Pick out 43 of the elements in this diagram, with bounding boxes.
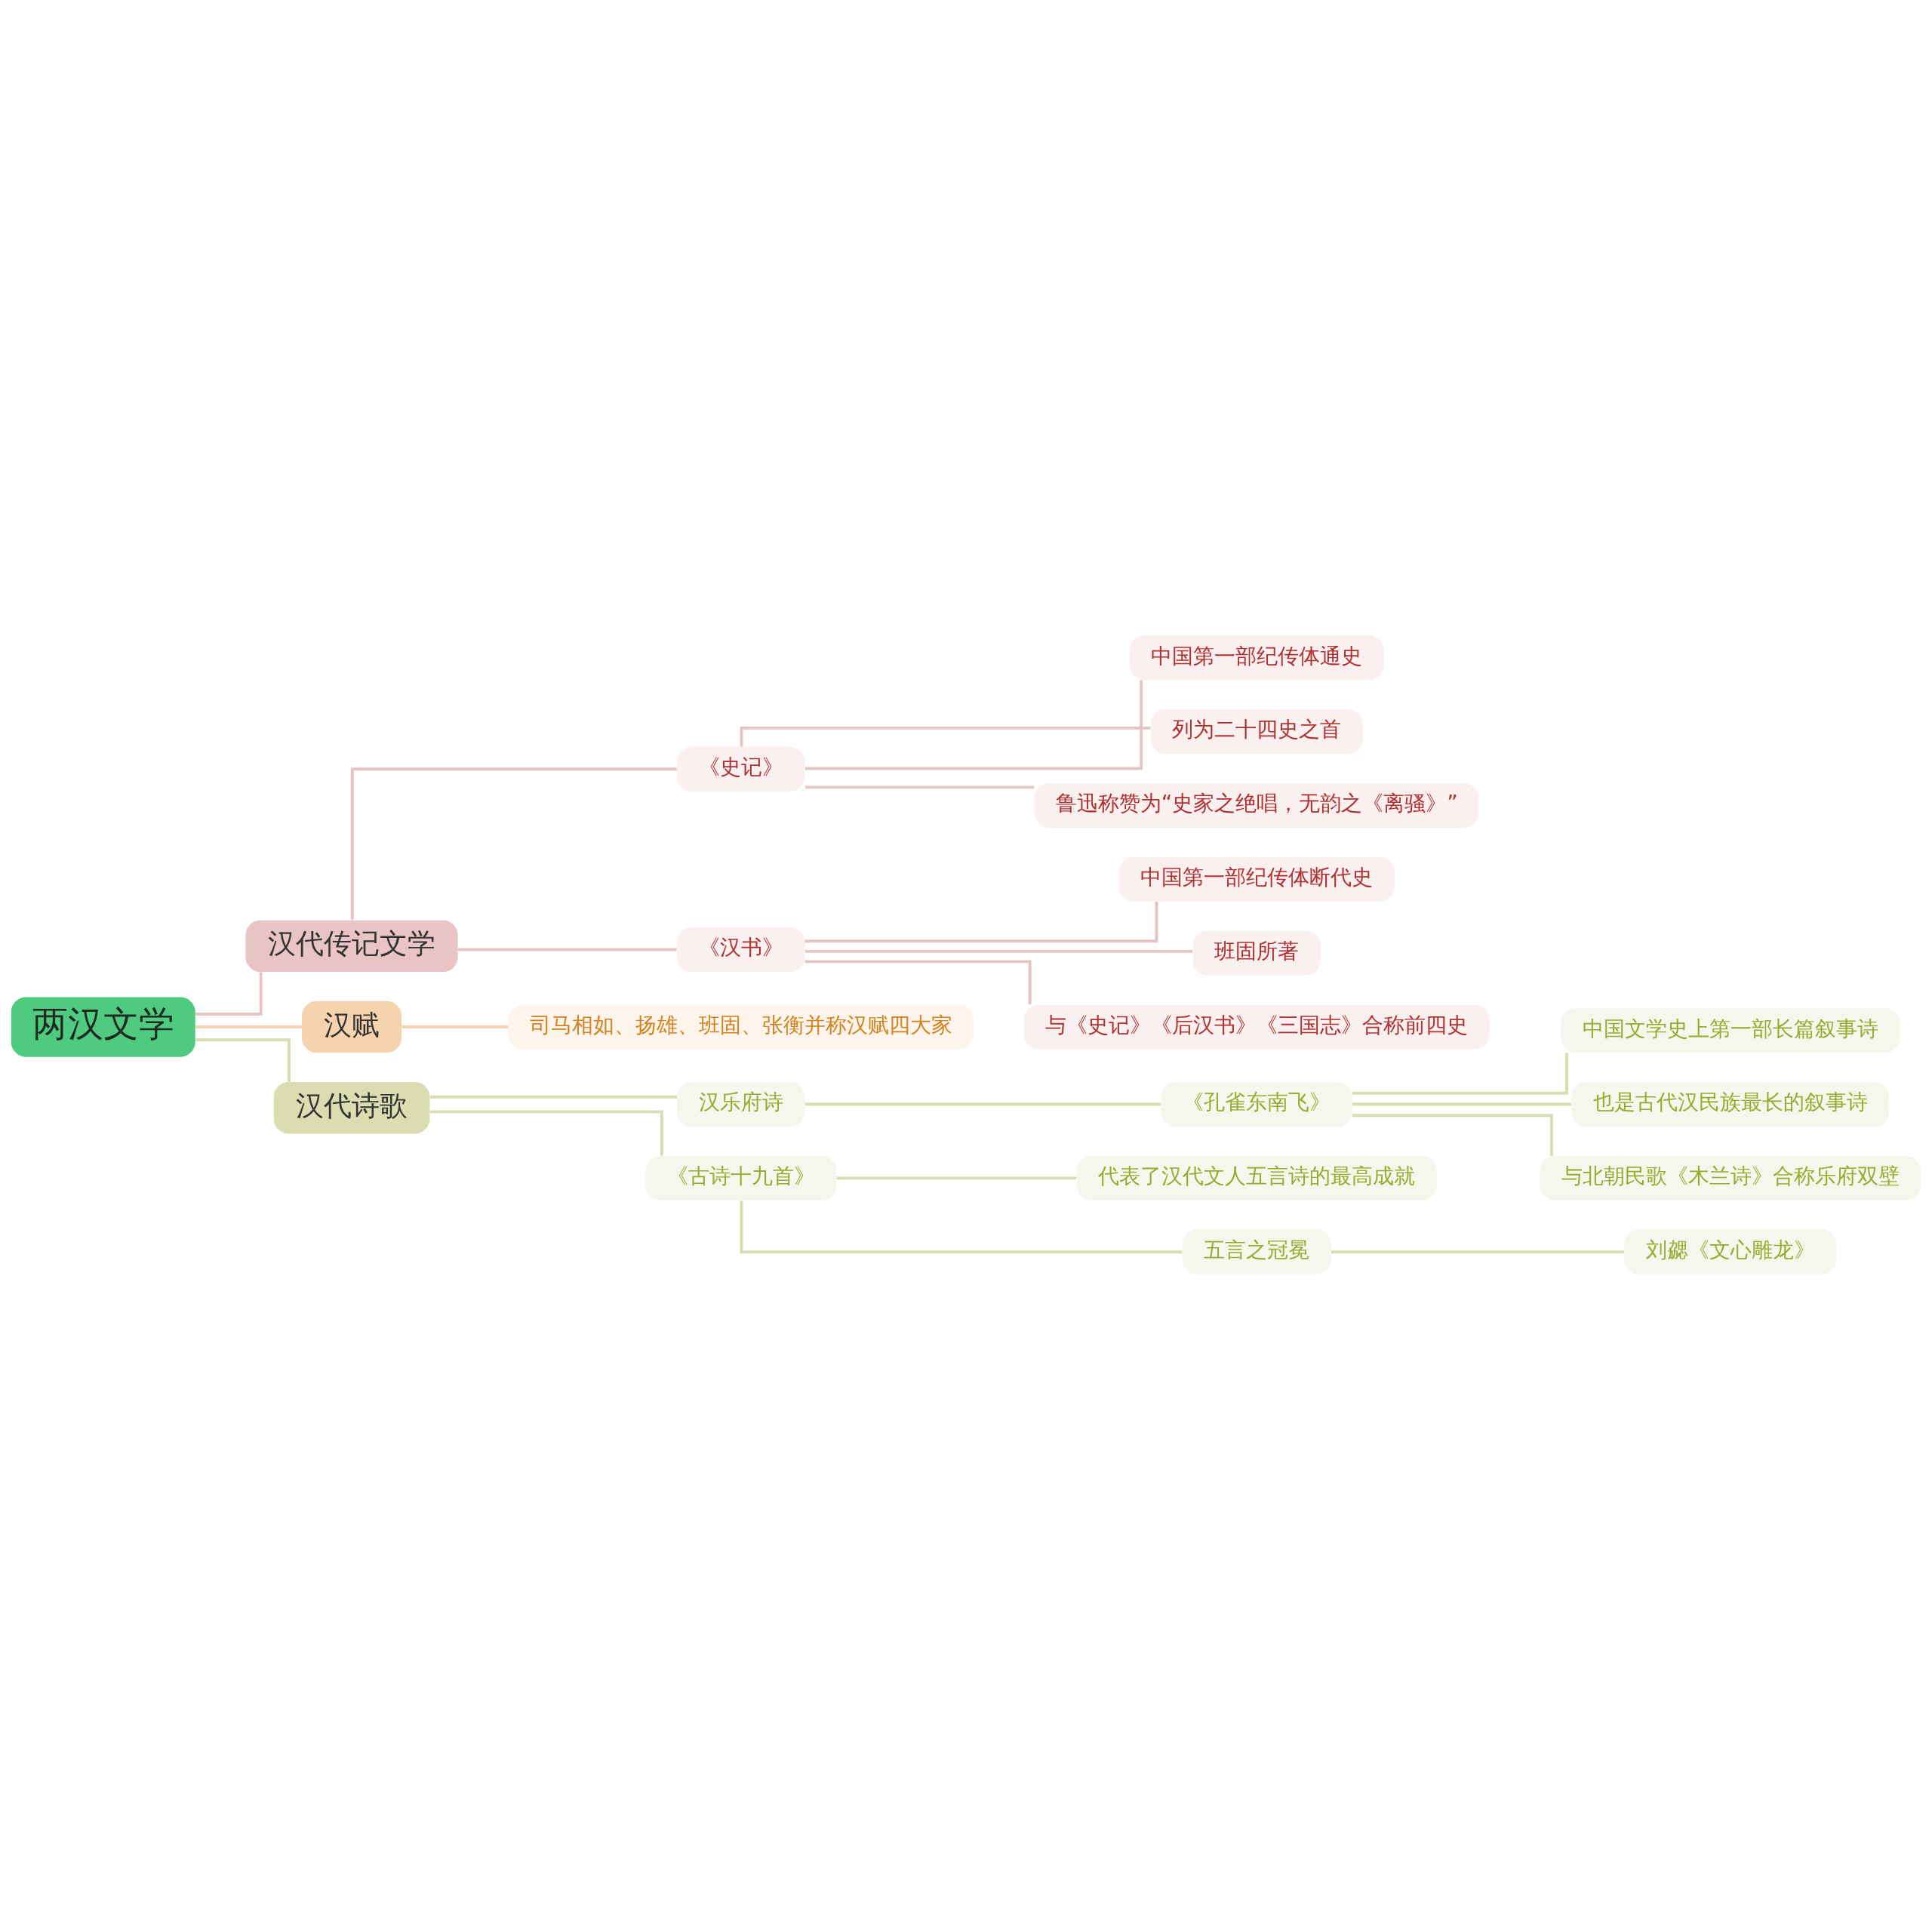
node-box: 中国第一部纪传体通史 — [1129, 635, 1384, 680]
connector — [740, 726, 1151, 747]
node-box: 《史记》 — [677, 746, 805, 792]
connector — [804, 785, 1035, 788]
node-box: 两汉文学 — [11, 996, 195, 1057]
node-box: 汉赋 — [302, 1001, 402, 1053]
node-box: 与《史记》《后汉书》《三国志》合称前四史 — [1023, 1004, 1490, 1050]
connector — [1331, 1250, 1625, 1253]
node-box: 《汉书》 — [677, 927, 805, 972]
node-box: 五言之冠冕 — [1182, 1229, 1331, 1274]
connector — [429, 1109, 663, 1156]
connector — [195, 1038, 291, 1082]
node-box: 班固所著 — [1192, 930, 1321, 976]
connector — [1352, 1113, 1553, 1156]
connector — [740, 1200, 1182, 1253]
node-box: 也是古代汉民族最长的叙事诗 — [1571, 1081, 1890, 1127]
node-box: 列为二十四史之首 — [1150, 709, 1363, 754]
connector — [804, 949, 1193, 953]
node-box: 汉代传记文学 — [245, 920, 458, 972]
node-box: 刘勰《文心雕龙》 — [1624, 1229, 1837, 1274]
connector — [401, 1025, 509, 1028]
connector — [457, 948, 677, 951]
node-box: 《古诗十九首》 — [645, 1155, 837, 1200]
node-box: 与北朝民歌《木兰诗》合称乐府双壁 — [1540, 1155, 1921, 1200]
connector — [195, 1025, 302, 1028]
node-box: 《孔雀东南飞》 — [1161, 1081, 1352, 1127]
node-box: 代表了汉代文人五言诗的最高成就 — [1076, 1155, 1437, 1200]
connector — [804, 901, 1158, 942]
connector — [195, 971, 263, 1016]
node-box: 鲁迅称赞为“史家之绝唱，无韵之《离骚》” — [1034, 782, 1479, 828]
connector — [804, 960, 1032, 1004]
node-box: 中国文学史上第一部长篇叙事诗 — [1561, 1007, 1900, 1053]
connector — [1352, 1102, 1571, 1105]
connector — [1352, 1052, 1569, 1095]
connector — [804, 1102, 1161, 1105]
connector — [836, 1176, 1077, 1179]
connector — [429, 1095, 677, 1099]
node-box: 中国第一部纪传体断代史 — [1118, 856, 1395, 902]
node-box: 汉代诗歌 — [273, 1081, 430, 1133]
node-box: 汉乐府诗 — [677, 1081, 805, 1127]
connector — [350, 767, 677, 920]
node-box: 司马相如、扬雄、班固、张衡并称汉赋四大家 — [508, 1004, 974, 1050]
connector — [805, 679, 1143, 770]
